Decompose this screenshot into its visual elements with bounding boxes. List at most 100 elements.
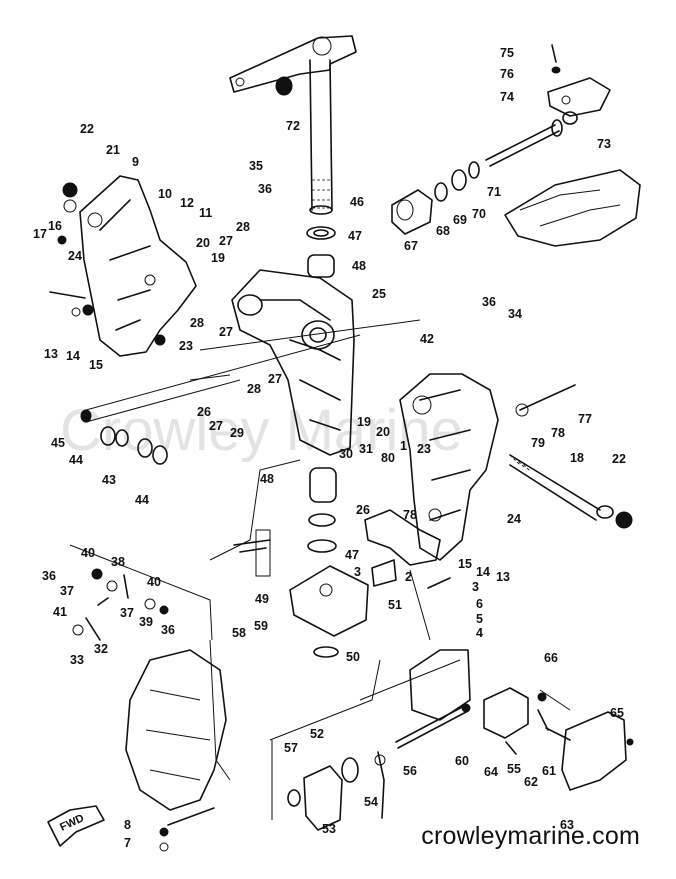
swivel-bracket bbox=[189, 226, 421, 456]
callout-46: 46 bbox=[350, 195, 364, 209]
callout-52: 52 bbox=[310, 727, 324, 741]
callout-22: 22 bbox=[612, 452, 626, 466]
callout-20: 20 bbox=[376, 425, 390, 439]
callout-48: 48 bbox=[352, 259, 366, 273]
callout-1: 1 bbox=[400, 439, 407, 453]
bushing-set bbox=[80, 334, 361, 465]
callout-79: 79 bbox=[531, 436, 545, 450]
callout-48: 48 bbox=[260, 472, 274, 486]
callout-17: 17 bbox=[33, 227, 47, 241]
callout-27: 27 bbox=[219, 325, 233, 339]
callout-78: 78 bbox=[403, 508, 417, 522]
callout-36: 36 bbox=[161, 623, 175, 637]
callout-49: 49 bbox=[255, 592, 269, 606]
callout-69: 69 bbox=[453, 213, 467, 227]
callout-20: 20 bbox=[196, 236, 210, 250]
callout-11: 11 bbox=[199, 206, 212, 220]
callout-36: 36 bbox=[42, 569, 56, 583]
callout-63: 63 bbox=[560, 818, 574, 832]
callout-41: 41 bbox=[53, 605, 67, 619]
callout-15: 15 bbox=[458, 557, 472, 571]
callout-24: 24 bbox=[507, 512, 521, 526]
saddle-bracket bbox=[364, 509, 451, 641]
callout-25: 25 bbox=[372, 287, 386, 301]
callout-35: 35 bbox=[249, 159, 263, 173]
callout-60: 60 bbox=[455, 754, 469, 768]
callout-37: 37 bbox=[60, 584, 74, 598]
callout-26: 26 bbox=[197, 405, 211, 419]
callout-45: 45 bbox=[51, 436, 65, 450]
callout-30: 30 bbox=[339, 447, 353, 461]
callout-70: 70 bbox=[472, 207, 486, 221]
callout-65: 65 bbox=[610, 706, 624, 720]
callout-72: 72 bbox=[286, 119, 300, 133]
svg-text:FWD: FWD bbox=[58, 812, 86, 833]
tilt-tube-assembly bbox=[391, 119, 563, 235]
callout-56: 56 bbox=[403, 764, 417, 778]
fwd-arrow: FWD bbox=[47, 805, 105, 847]
callout-10: 10 bbox=[158, 187, 172, 201]
callout-74: 74 bbox=[500, 90, 514, 104]
callout-13: 13 bbox=[496, 570, 510, 584]
callout-14: 14 bbox=[66, 349, 80, 363]
callout-29: 29 bbox=[230, 426, 244, 440]
callout-28: 28 bbox=[247, 382, 261, 396]
callout-5: 5 bbox=[476, 612, 483, 626]
callout-44: 44 bbox=[135, 493, 149, 507]
callout-22: 22 bbox=[80, 122, 94, 136]
engine-plate bbox=[504, 169, 641, 247]
callout-57: 57 bbox=[284, 741, 298, 755]
callout-23: 23 bbox=[179, 339, 193, 353]
bottom-cover bbox=[483, 687, 634, 791]
callout-68: 68 bbox=[436, 224, 450, 238]
callout-47: 47 bbox=[348, 229, 362, 243]
callout-66: 66 bbox=[544, 651, 558, 665]
callout-47: 47 bbox=[345, 548, 359, 562]
callout-28: 28 bbox=[190, 316, 204, 330]
callout-18: 18 bbox=[570, 451, 584, 465]
callout-67: 67 bbox=[404, 239, 418, 253]
callout-34: 34 bbox=[508, 307, 522, 321]
callout-23: 23 bbox=[417, 442, 431, 456]
faint-watermark: Crowley Marine bbox=[60, 398, 463, 463]
callout-42: 42 bbox=[420, 332, 434, 346]
callout-51: 51 bbox=[388, 598, 402, 612]
callout-62: 62 bbox=[524, 775, 538, 789]
bottom-mount bbox=[269, 649, 471, 831]
callout-3: 3 bbox=[354, 565, 361, 579]
callout-80: 80 bbox=[381, 451, 395, 465]
callout-36: 36 bbox=[482, 295, 496, 309]
callout-40: 40 bbox=[147, 575, 161, 589]
steering-arm bbox=[229, 35, 357, 215]
callout-7: 7 bbox=[124, 836, 131, 850]
callout-38: 38 bbox=[111, 555, 125, 569]
callout-16: 16 bbox=[48, 219, 62, 233]
callout-12: 12 bbox=[180, 196, 194, 210]
callout-73: 73 bbox=[597, 137, 611, 151]
callout-13: 13 bbox=[44, 347, 58, 361]
callout-31: 31 bbox=[359, 442, 373, 456]
callout-28: 28 bbox=[236, 220, 250, 234]
callout-55: 55 bbox=[507, 762, 521, 776]
callout-2: 2 bbox=[405, 570, 412, 584]
left-clamp-bracket bbox=[49, 175, 197, 357]
lower-mount bbox=[209, 459, 369, 658]
watermark: crowleymarine.com bbox=[421, 822, 640, 850]
callout-64: 64 bbox=[484, 765, 498, 779]
callout-37: 37 bbox=[120, 606, 134, 620]
callout-27: 27 bbox=[219, 234, 233, 248]
callout-61: 61 bbox=[542, 764, 556, 778]
callout-39: 39 bbox=[139, 615, 153, 629]
callout-3: 3 bbox=[472, 580, 479, 594]
callout-75: 75 bbox=[500, 46, 514, 60]
callout-15: 15 bbox=[89, 358, 103, 372]
callout-19: 19 bbox=[211, 251, 225, 265]
callout-43: 43 bbox=[102, 473, 116, 487]
lower-unit-outline bbox=[125, 639, 231, 852]
callout-33: 33 bbox=[70, 653, 84, 667]
callout-40: 40 bbox=[81, 546, 95, 560]
callout-50: 50 bbox=[346, 650, 360, 664]
callout-27: 27 bbox=[268, 372, 282, 386]
callout-53: 53 bbox=[322, 822, 336, 836]
